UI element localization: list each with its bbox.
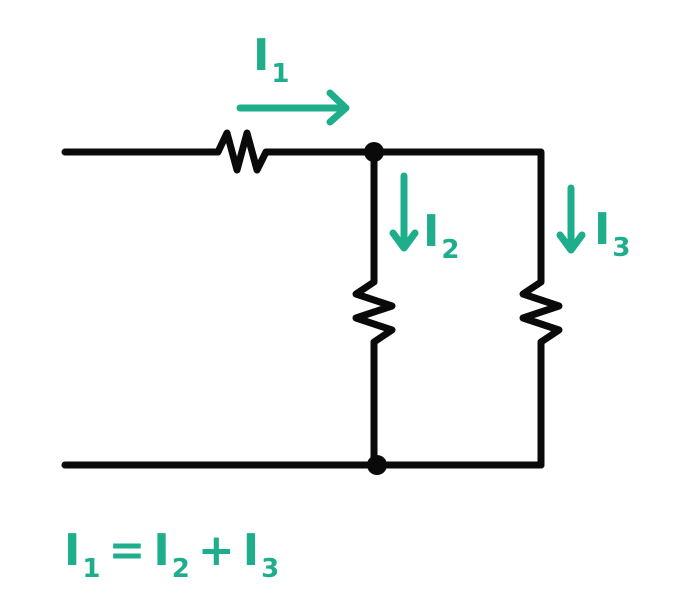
branch-3-resistor [519,273,563,349]
equation-lhs-main: I [64,525,80,576]
equation-plus: + [198,525,235,576]
current-i1-arrow [236,89,350,126]
current-i2-label: I2 [423,206,459,265]
top-wire-right [370,148,545,281]
equation-term1-sub: 2 [172,554,190,584]
current-i1-label: I1 [253,30,289,89]
equation-equals: = [108,525,145,576]
bottom-junction-node [367,455,387,475]
equation-term2-main: I [243,525,259,576]
current-i3-label: I3 [594,204,630,263]
kcl-equation: I1=I2+I3 [64,525,279,584]
equation-term1-main: I [153,525,169,576]
equation-lhs-sub: 1 [82,554,100,584]
current-i2-arrow [389,172,419,252]
series-resistor [203,129,276,174]
equation-text: I1=I2+I3 [64,525,279,584]
circuit-wiring [61,129,563,475]
current-annotations: I1 I2 I3 [236,30,630,265]
branch-2-resistor [352,273,396,349]
current-i3-arrow [556,184,586,254]
equation-term2-sub: 3 [261,554,279,584]
top-junction-node [364,142,384,162]
